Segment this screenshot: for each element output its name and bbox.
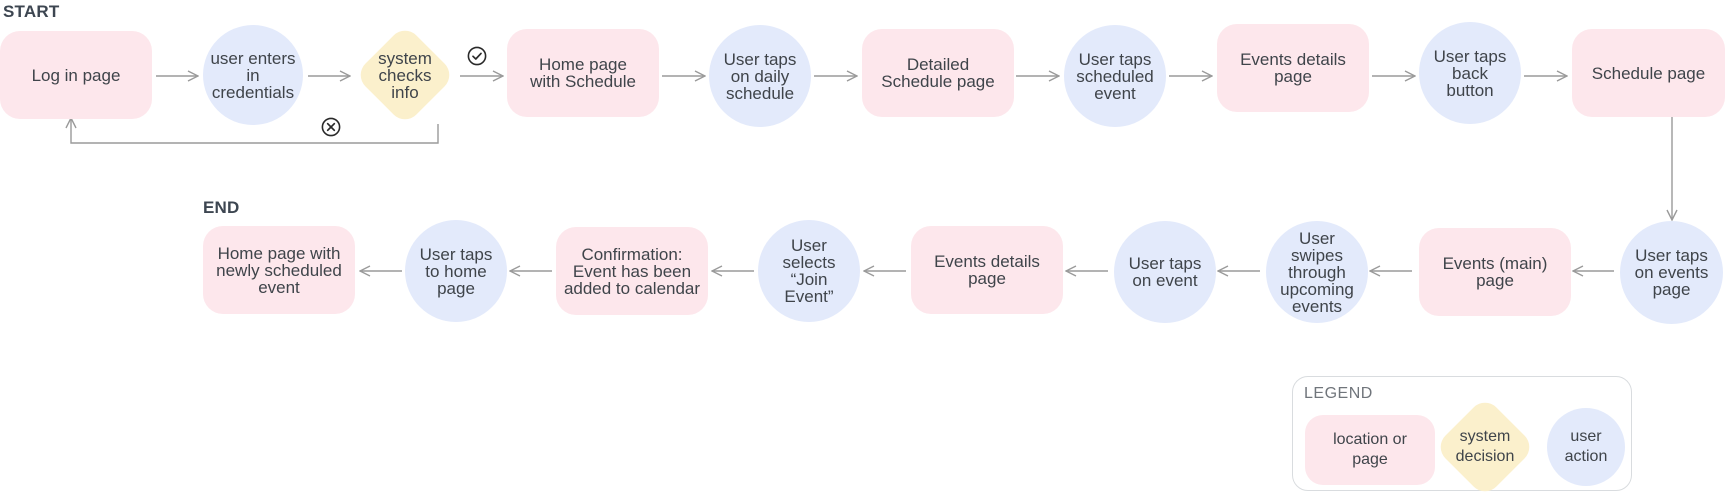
legend: LEGEND location or page system decision …: [1292, 376, 1632, 491]
node-login-page: Log in page: [0, 31, 152, 119]
node-user-taps-events-page: User taps on events page: [1620, 221, 1723, 324]
start-label: START: [3, 2, 60, 21]
legend-decision-swatch: system decision: [1440, 407, 1530, 487]
arrow-check-fail-to-login: [71, 118, 439, 144]
node-user-selects-join-event: User selects “Join Event”: [758, 220, 860, 322]
node-user-taps-back-button: User taps back button: [1419, 22, 1521, 124]
node-user-enters-credentials: user enters in credentials: [203, 25, 303, 125]
node-schedule-page: Schedule page: [1572, 29, 1725, 117]
end-label: END: [203, 198, 240, 217]
node-system-checks-info: system checks info: [355, 25, 455, 125]
check-circle-icon: [467, 46, 487, 66]
node-user-taps-scheduled-event: User taps scheduled event: [1064, 25, 1166, 127]
legend-title: LEGEND: [1304, 385, 1373, 402]
node-user-taps-daily-schedule: User taps on daily schedule: [709, 25, 811, 127]
node-user-swipes-upcoming-events: User swipes through upcoming events: [1266, 221, 1368, 323]
legend-page-swatch: location or page: [1305, 415, 1435, 485]
node-events-details-page-2: Events details page: [911, 226, 1063, 314]
node-home-page-with-schedule: Home page with Schedule: [507, 29, 659, 117]
node-user-taps-home-page: User taps to home page: [405, 220, 507, 322]
node-user-taps-on-event: User taps on event: [1114, 221, 1216, 323]
legend-action-swatch: user action: [1547, 408, 1625, 486]
node-home-page-newly-scheduled-event: Home page with newly scheduled event: [203, 226, 355, 314]
node-events-details-page-1: Events details page: [1217, 24, 1369, 112]
node-detailed-schedule-page: Detailed Schedule page: [862, 29, 1014, 117]
node-events-main-page: Events (main) page: [1419, 228, 1571, 316]
node-confirmation-added-to-calendar: Confirmation: Event has been added to ca…: [556, 227, 708, 315]
x-circle-icon: [321, 117, 341, 137]
